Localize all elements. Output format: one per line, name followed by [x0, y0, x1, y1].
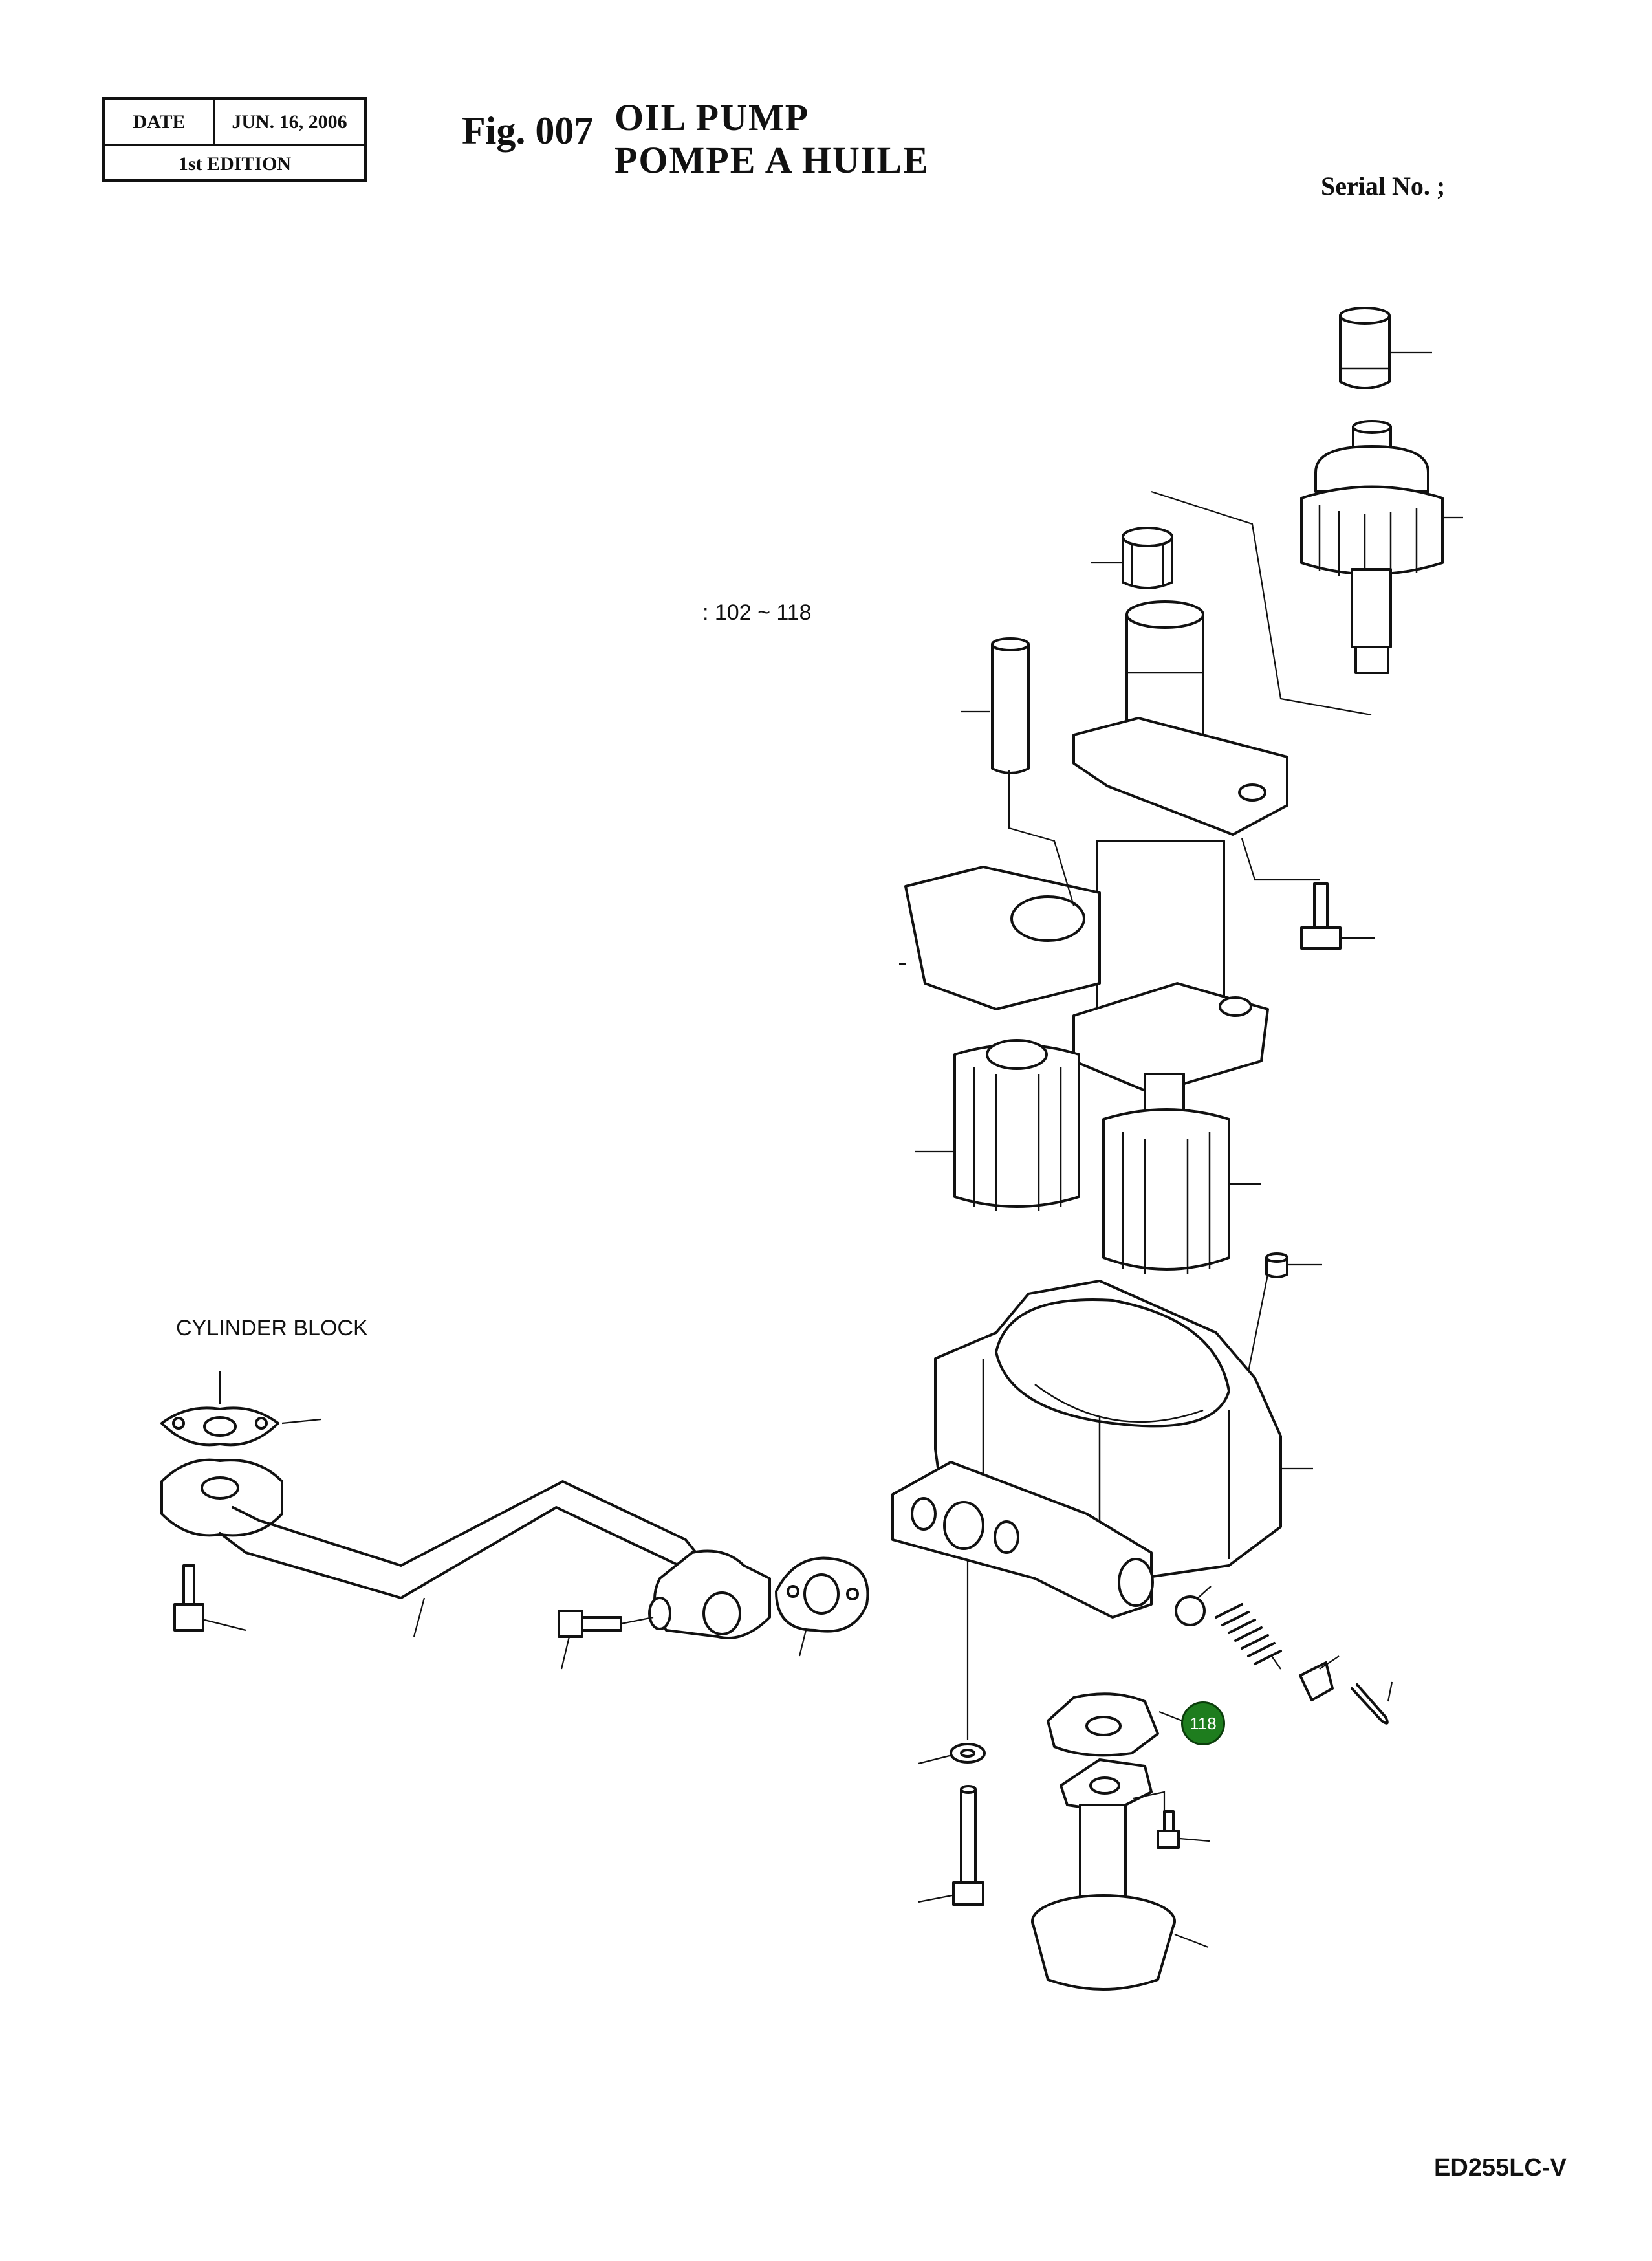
pump-body-part[interactable] — [891, 1280, 1313, 1740]
relief-plug-part[interactable] — [1299, 1655, 1340, 1701]
relief-spring-part[interactable] — [1215, 1603, 1282, 1670]
drive-gear-shaft-part[interactable] — [1300, 420, 1463, 674]
driven-gear-part[interactable] — [915, 1039, 1080, 1211]
oil-strainer-part[interactable] — [1031, 1758, 1209, 1991]
date-row: DATE JUN. 16, 2006 — [105, 100, 364, 146]
cover-bolt-part[interactable] — [1241, 838, 1375, 950]
dowel-pin-part[interactable] — [961, 637, 1030, 774]
drive-gear-part[interactable] — [1102, 1108, 1261, 1274]
part-callout-118[interactable]: 118 — [1181, 1701, 1225, 1745]
date-box: DATE JUN. 16, 2006 1st EDITION — [102, 97, 367, 182]
serial-number-label: Serial No. ; — [1321, 171, 1446, 201]
cylinder-block-gasket-part[interactable] — [160, 1371, 321, 1447]
page-title-english: OIL PUMP — [614, 96, 810, 138]
figure-number: Fig. 007 — [462, 109, 594, 152]
date-label: DATE — [105, 100, 215, 144]
page-title-french: POMPE A HUILE — [614, 139, 929, 181]
edition-label: 1st EDITION — [178, 153, 292, 175]
split-pin-part[interactable] — [1351, 1681, 1393, 1725]
suction-pipe-part[interactable] — [160, 1458, 771, 1639]
flange-gasket-part[interactable] — [775, 1556, 869, 1657]
bushing-part[interactable] — [1091, 527, 1173, 589]
drive-sleeve-part[interactable] — [1339, 307, 1432, 389]
strainer-gasket-part[interactable] — [1047, 1692, 1183, 1757]
cylinder-block-label: CYLINDER BLOCK — [176, 1316, 368, 1340]
relief-ball-part[interactable] — [1175, 1586, 1212, 1626]
strainer-bolt-part[interactable] — [1157, 1810, 1210, 1849]
long-bolt-part[interactable] — [918, 1785, 984, 1906]
part-range-label: : 102 ~ 118 — [702, 600, 812, 625]
pipe-bolt-left-part[interactable] — [173, 1564, 246, 1632]
model-code: ED255LC-V — [1434, 2154, 1567, 2181]
pipe-bolt-right-part[interactable] — [558, 1610, 654, 1670]
date-value: JUN. 16, 2006 — [232, 111, 347, 133]
pump-cover-part[interactable] — [899, 600, 1288, 1153]
washer-part[interactable] — [918, 1743, 986, 1765]
